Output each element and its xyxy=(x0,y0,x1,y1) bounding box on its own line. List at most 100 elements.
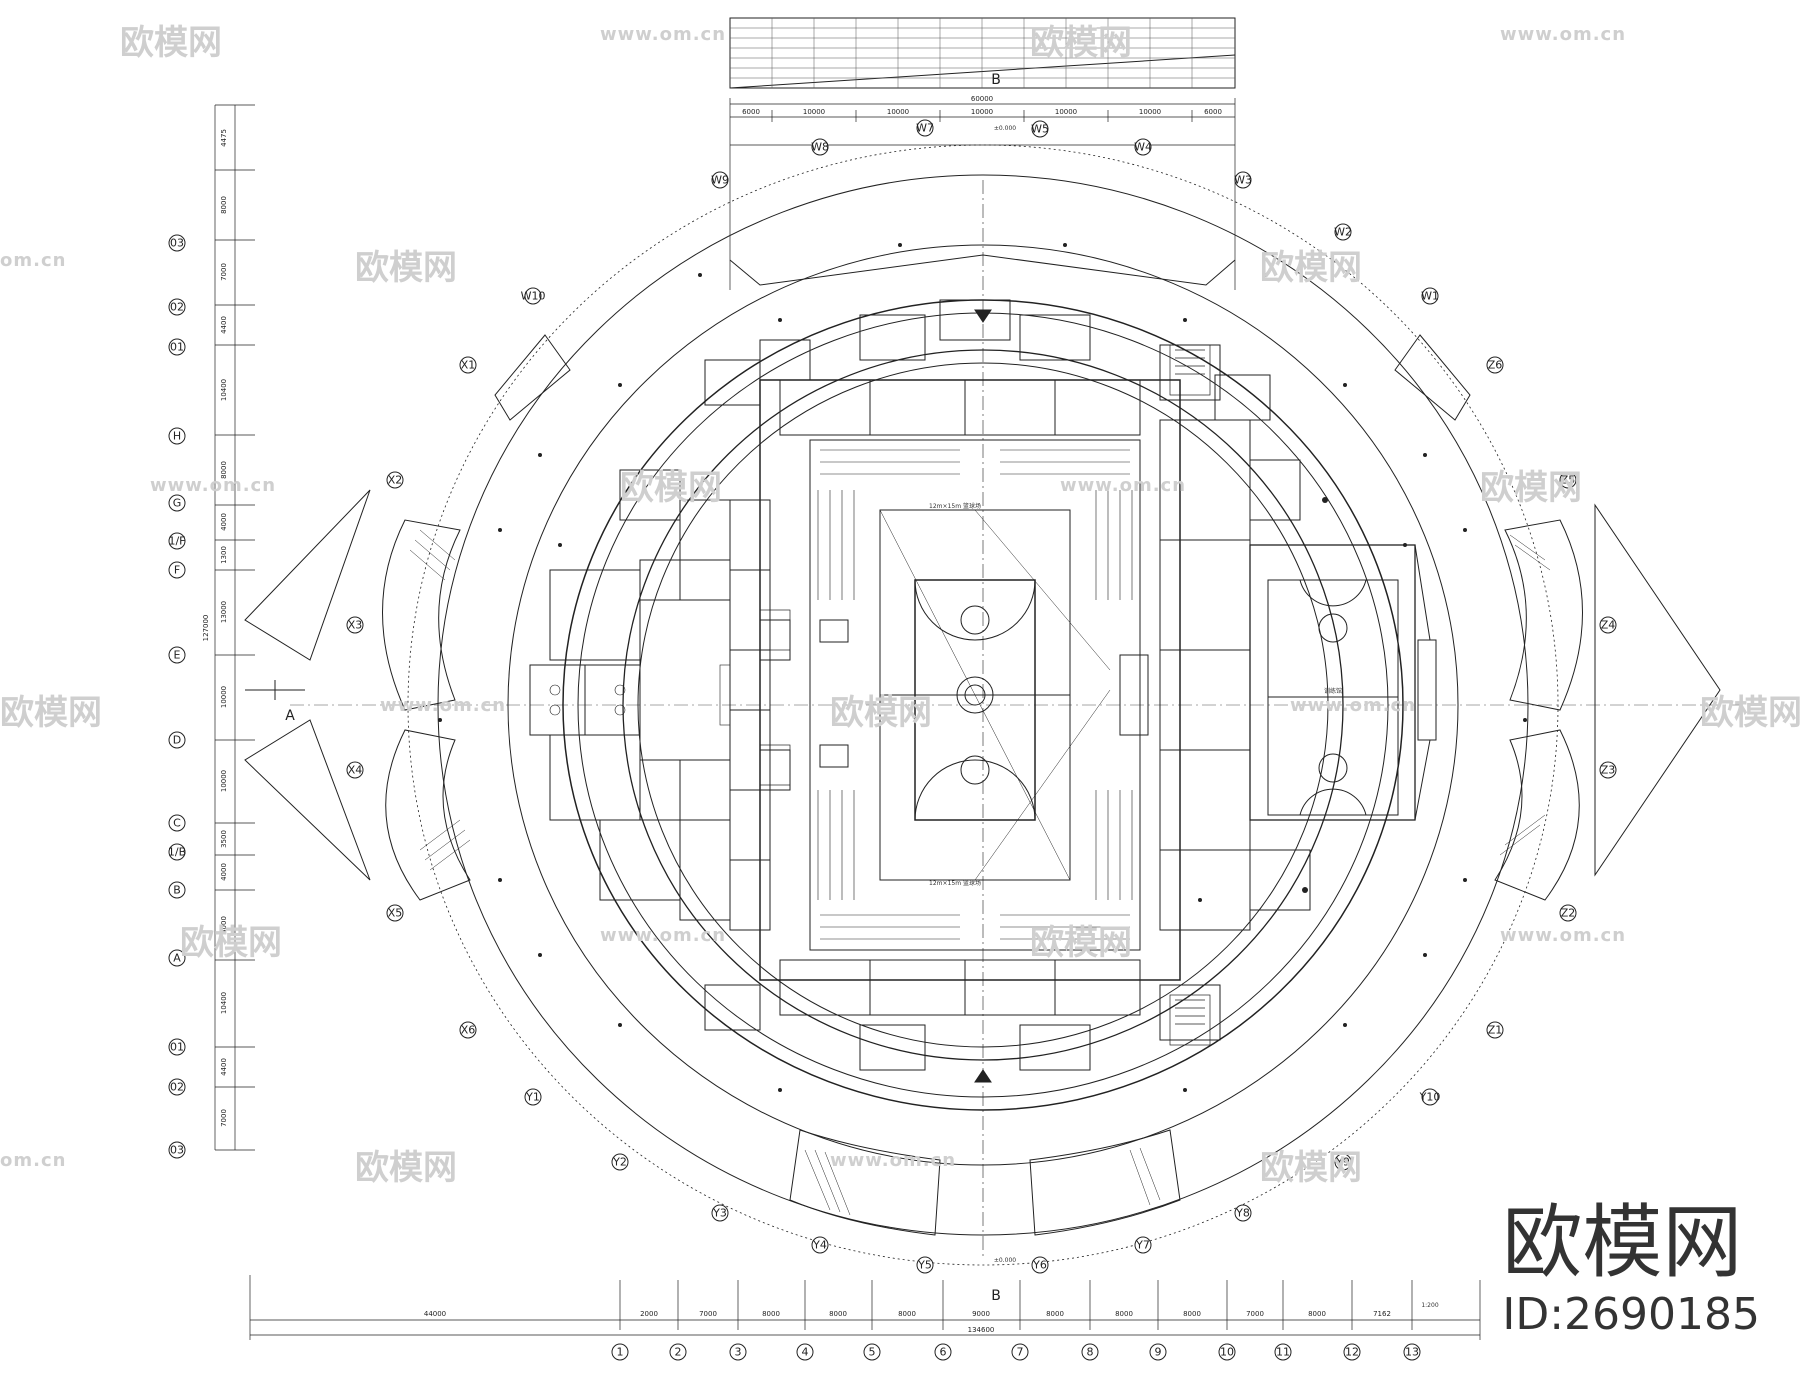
axis-bubble-ring: Y1 xyxy=(524,1088,542,1106)
top-canopy-grid xyxy=(729,17,1236,89)
svg-text:F: F xyxy=(174,564,180,577)
svg-text:3: 3 xyxy=(735,1346,742,1359)
axis-bubble-ring: X1 xyxy=(459,356,477,374)
svg-text:±0.000: ±0.000 xyxy=(994,1257,1016,1264)
bottom-axis-bubbles: 1 2 3 4 5 6 7 8 9 10 11 12 13 xyxy=(611,1343,1421,1361)
svg-text:9000: 9000 xyxy=(972,1310,990,1318)
svg-text:4475: 4475 xyxy=(220,129,228,147)
axis-bubble-ring: Y3 xyxy=(711,1204,729,1222)
svg-text:W8: W8 xyxy=(811,141,829,154)
watermark-logo: 欧模网 xyxy=(0,693,102,733)
east-entry-wedge xyxy=(1594,503,1721,877)
svg-text:10: 10 xyxy=(1220,1346,1234,1359)
svg-text:03: 03 xyxy=(170,237,184,250)
watermark-logo: 欧模网 xyxy=(180,923,282,963)
svg-text:1/B: 1/B xyxy=(168,846,186,859)
svg-text:X3: X3 xyxy=(348,619,363,632)
watermark-logo: 欧模网 xyxy=(1700,693,1800,733)
svg-text:7000: 7000 xyxy=(220,1109,228,1127)
axis-bubble-ring: W8 xyxy=(811,138,829,156)
plan-annotations: 12m×15m 篮球场 12m×15m 篮球场 ±0.000 ±0.000 训练… xyxy=(285,72,1439,1309)
svg-text:Y3: Y3 xyxy=(712,1207,727,1220)
watermark-url: www.om.cn xyxy=(600,925,727,946)
axis-bubble-ring: Z4 xyxy=(1599,616,1617,634)
axis-bubble-bottom: 4 xyxy=(796,1343,814,1361)
svg-text:7162: 7162 xyxy=(1373,1310,1391,1318)
svg-text:2: 2 xyxy=(675,1346,682,1359)
axis-bubble-ring: Y4 xyxy=(811,1236,829,1254)
svg-text:4: 4 xyxy=(802,1346,809,1359)
svg-text:Y7: Y7 xyxy=(1135,1239,1150,1252)
east-stands xyxy=(1494,519,1583,901)
svg-text:10000: 10000 xyxy=(971,108,993,116)
svg-text:60000: 60000 xyxy=(971,95,993,103)
watermark-url: www.om.cn xyxy=(1500,24,1627,45)
svg-text:Y2: Y2 xyxy=(612,1156,627,1169)
svg-text:4000: 4000 xyxy=(220,513,228,531)
svg-text:01: 01 xyxy=(170,341,184,354)
svg-text:13000: 13000 xyxy=(220,601,228,623)
svg-text:13: 13 xyxy=(1405,1346,1419,1359)
watermark-url: www.om.cn xyxy=(1290,695,1417,716)
svg-text:训练馆: 训练馆 xyxy=(1324,687,1342,695)
svg-text:7: 7 xyxy=(1017,1346,1024,1359)
svg-text:8000: 8000 xyxy=(1183,1310,1201,1318)
left-axis-bubbles: 03 02 01 H G 1/F F E D C 1/B B A 01 02 0… xyxy=(168,234,186,1159)
svg-text:02: 02 xyxy=(170,301,184,314)
axis-bubble-left: 01 xyxy=(168,1038,186,1056)
brand-title: 欧模网 xyxy=(1502,1196,1743,1289)
svg-text:1:200: 1:200 xyxy=(1421,1302,1438,1309)
axis-bubble-ring: Z3 xyxy=(1599,761,1617,779)
south-entrance-arrow xyxy=(974,1069,992,1083)
north-entrance-wedge xyxy=(729,254,1236,286)
svg-text:02: 02 xyxy=(170,1081,184,1094)
axis-bubble-bottom: 7 xyxy=(1011,1343,1029,1361)
axis-bubble-ring: X5 xyxy=(386,904,404,922)
watermark-logo: 欧模网 xyxy=(1030,923,1132,963)
svg-text:Z4: Z4 xyxy=(1601,619,1616,632)
axis-bubble-ring: W7 xyxy=(916,119,934,137)
svg-text:10400: 10400 xyxy=(220,379,228,401)
axis-bubble-left: 02 xyxy=(168,1078,186,1096)
axis-bubble-bottom: 1 xyxy=(611,1343,629,1361)
svg-text:W9: W9 xyxy=(711,174,729,187)
axis-bubble-ring: W10 xyxy=(521,287,545,305)
svg-text:±0.000: ±0.000 xyxy=(994,125,1016,132)
svg-text:10400: 10400 xyxy=(220,992,228,1014)
axis-bubble-ring: Z1 xyxy=(1486,1021,1504,1039)
svg-text:W3: W3 xyxy=(1234,174,1252,187)
svg-text:9: 9 xyxy=(1155,1346,1162,1359)
axis-bubble-bottom: 8 xyxy=(1081,1343,1099,1361)
watermark-logo: 欧模网 xyxy=(120,23,222,63)
watermark-logo: 欧模网 xyxy=(1030,23,1132,63)
axis-bubble-left: 02 xyxy=(168,298,186,316)
brand-block: 欧模网 ID:2690185 xyxy=(1502,1196,1760,1341)
watermark-logo: 欧模网 xyxy=(1260,1148,1362,1188)
axis-bubble-ring: Y10 xyxy=(1419,1088,1440,1106)
watermark-logo: 欧模网 xyxy=(830,693,932,733)
svg-text:8000: 8000 xyxy=(762,1310,780,1318)
svg-text:Y4: Y4 xyxy=(812,1239,827,1252)
svg-text:Z5: Z5 xyxy=(1561,474,1576,487)
left-dimension-labels: 4475 8000 7000 4400 10400 8000 4000 1300… xyxy=(202,129,228,1127)
axis-bubble-bottom: 3 xyxy=(729,1343,747,1361)
axis-bubble-bottom: 9 xyxy=(1149,1343,1167,1361)
svg-text:6000: 6000 xyxy=(742,108,760,116)
svg-text:Y8: Y8 xyxy=(1235,1207,1250,1220)
axis-bubble-ring: Y7 xyxy=(1134,1236,1152,1254)
axis-bubble-bottom: 6 xyxy=(934,1343,952,1361)
svg-text:Z3: Z3 xyxy=(1601,764,1616,777)
svg-text:Y6: Y6 xyxy=(1032,1259,1047,1272)
main-arena xyxy=(759,379,1181,981)
svg-text:4400: 4400 xyxy=(220,1058,228,1076)
south-ring-rooms xyxy=(704,959,1221,1071)
svg-text:4000: 4000 xyxy=(220,863,228,881)
axis-bubble-left: 1/F xyxy=(168,532,186,550)
axis-bubble-left: B xyxy=(168,881,186,899)
watermark-url: www.om.cn xyxy=(1500,925,1627,946)
axis-bubble-left: A xyxy=(168,949,186,967)
watermark-logo: 欧模网 xyxy=(355,1148,457,1188)
svg-text:127000: 127000 xyxy=(202,615,210,642)
svg-text:7000: 7000 xyxy=(220,263,228,281)
